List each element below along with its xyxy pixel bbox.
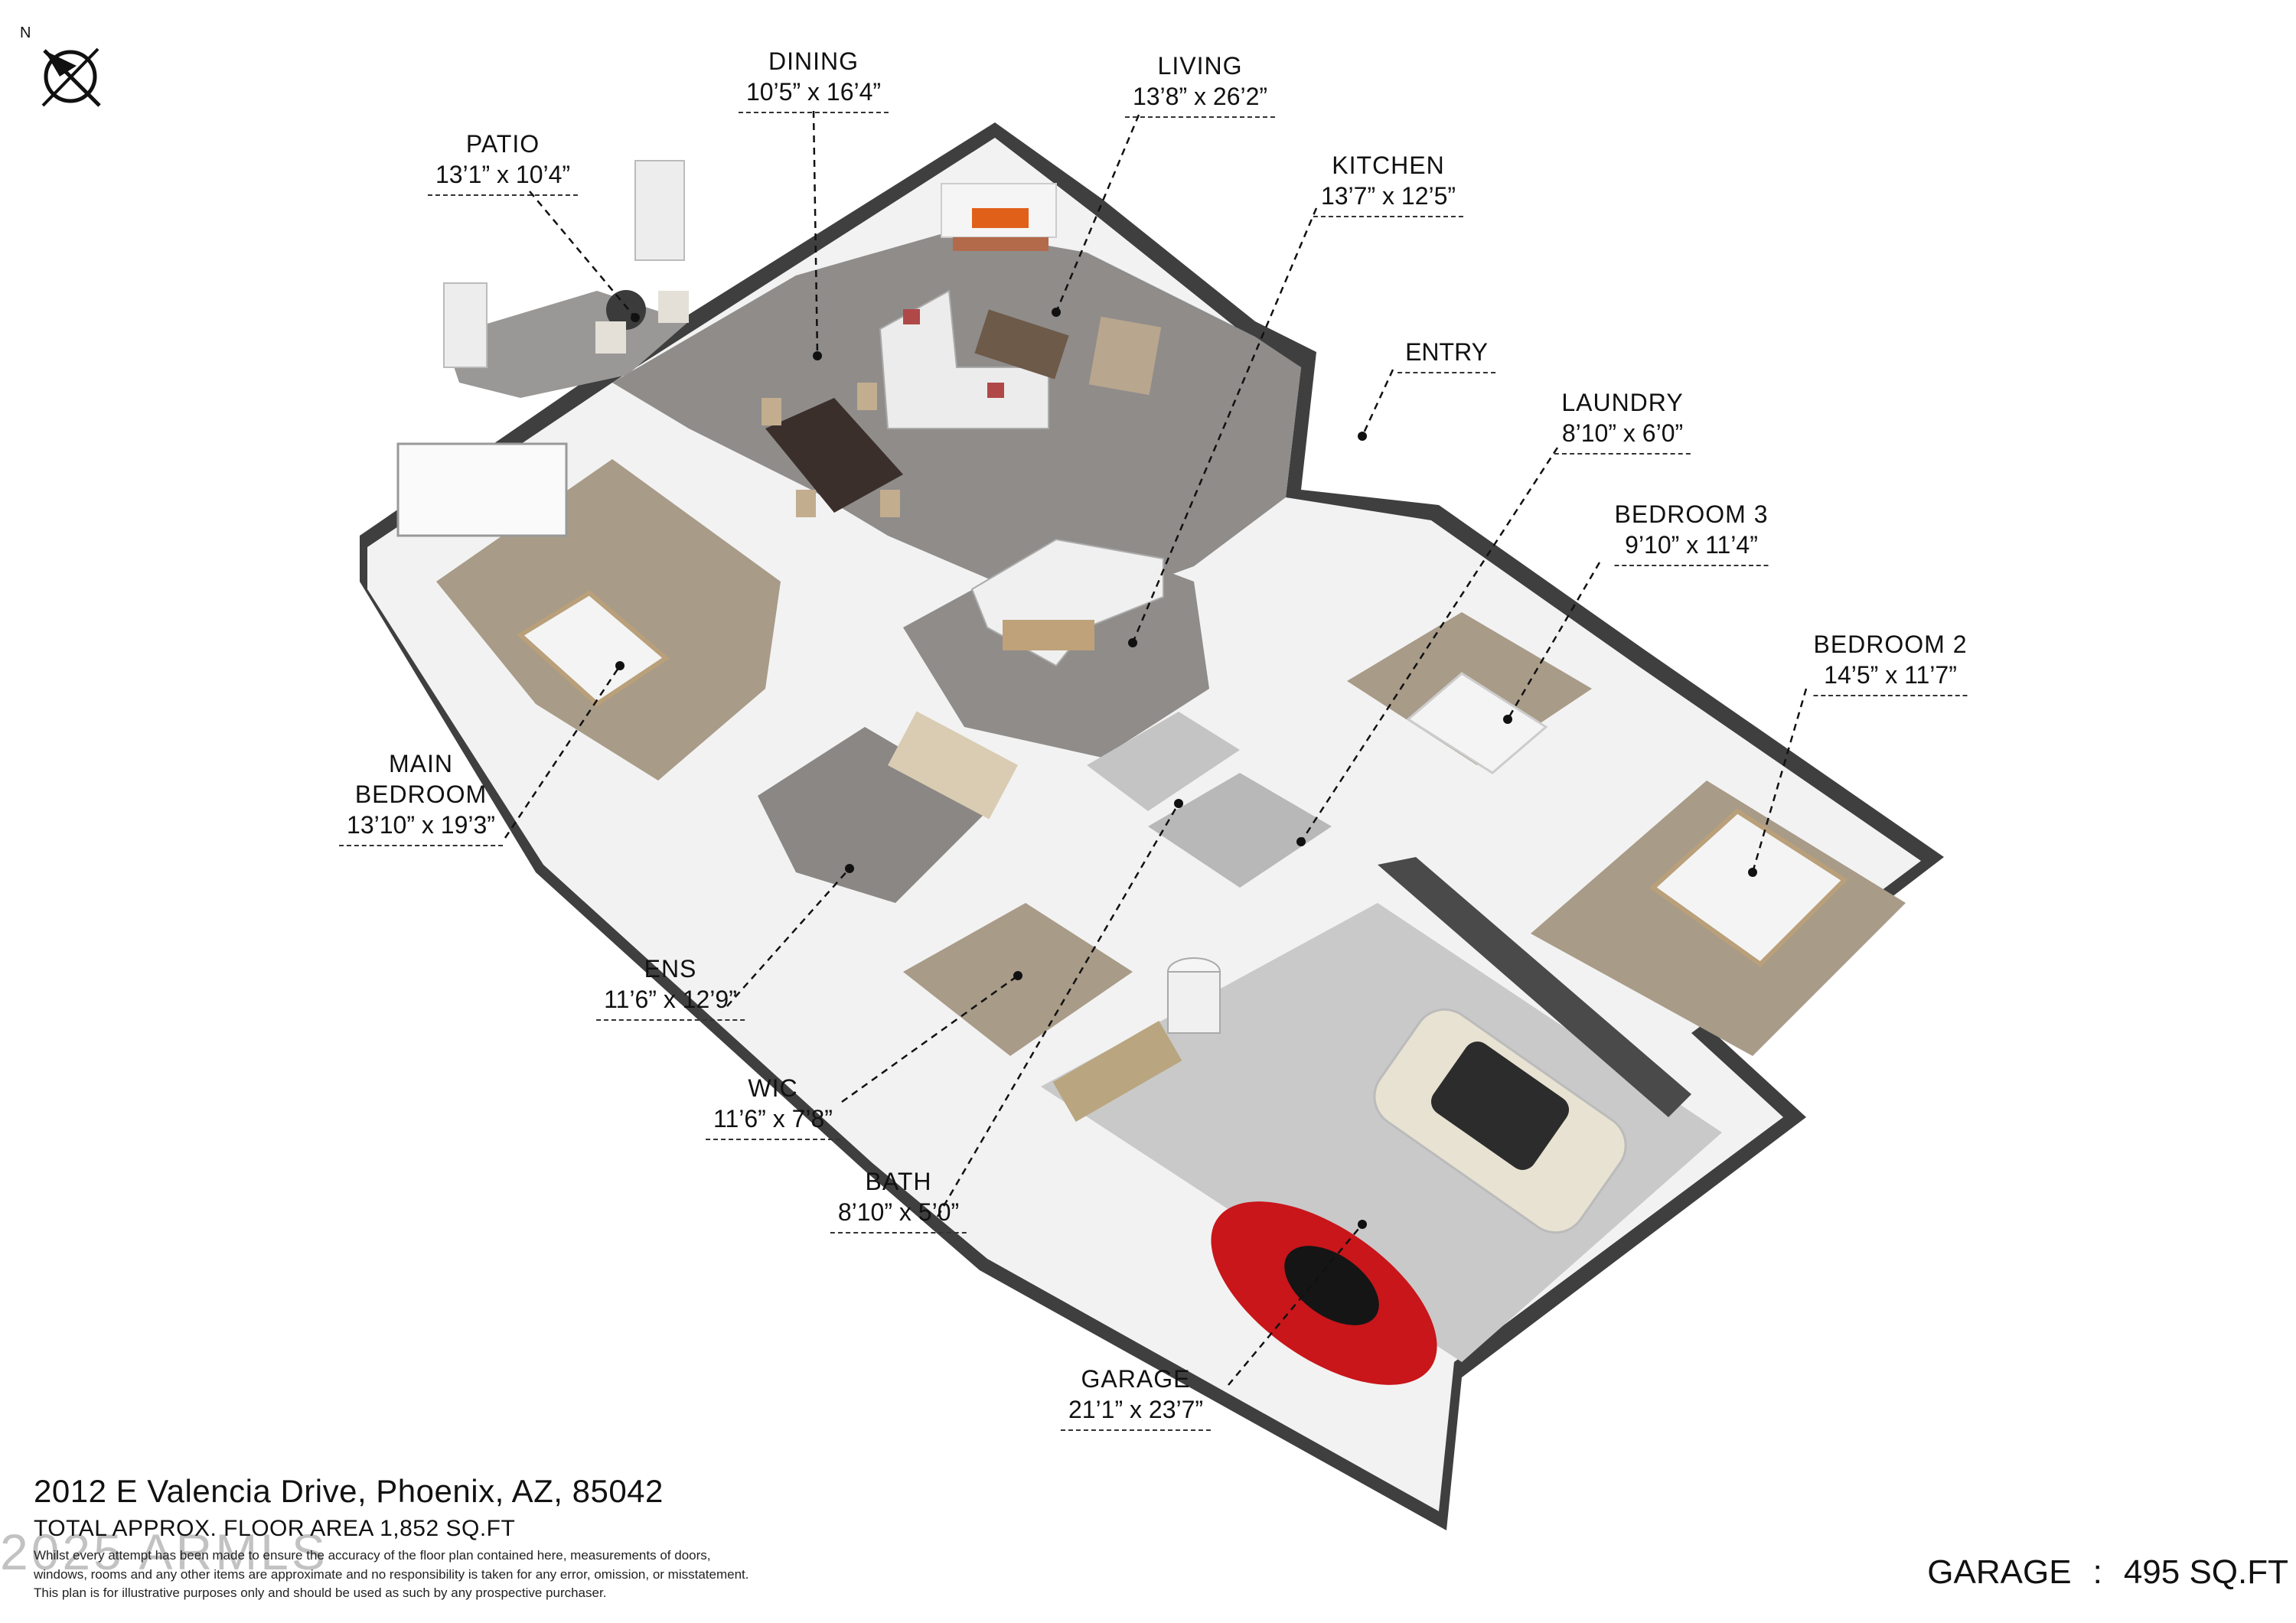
label-bedroom-2: BEDROOM 2 14’5” x 11’7” — [1813, 629, 1968, 696]
total-floor-area: TOTAL APPROX. FLOOR AREA 1,852 SQ.FT — [34, 1516, 516, 1541]
bed-icon-main — [517, 590, 670, 707]
garage-area-separator: : — [2092, 1553, 2102, 1591]
label-patio: PATIO 13’1” x 10’4” — [427, 129, 579, 196]
room-dims: 13’10” x 19’3” — [339, 810, 503, 846]
disclaimer: Whilst every attempt has been made to en… — [34, 1546, 1029, 1603]
room-name: LIVING — [1157, 52, 1243, 80]
dining-table-icon — [762, 383, 903, 517]
room-dims: 9’10” x 11’4” — [1614, 530, 1769, 566]
room-name: WIC — [748, 1074, 798, 1102]
copyright-watermark: 2025 ARMLS — [0, 1524, 328, 1580]
label-bedroom-3: BEDROOM 3 9’10” x 11’4” — [1614, 499, 1769, 566]
room-name: BEDROOM 2 — [1813, 631, 1968, 658]
sofa-icon — [879, 289, 1049, 429]
room-name: DINING — [768, 47, 859, 75]
disclaimer-line-1: Whilst every attempt has been made to en… — [34, 1548, 711, 1563]
garage-cabinet-icon — [1052, 1021, 1182, 1122]
room-dims: 13’1” x 10’4” — [427, 159, 579, 196]
disclaimer-line-2: windows, rooms and any other items are a… — [34, 1566, 749, 1582]
bed-icon-3 — [1406, 672, 1548, 774]
garage-door-track — [1378, 857, 1691, 1117]
room-name: BATH — [865, 1168, 932, 1195]
property-address: 2012 E Valencia Drive, Phoenix, AZ, 8504… — [34, 1473, 664, 1509]
room-dims: 13’8” x 26’2” — [1124, 81, 1276, 118]
armchair-icon — [1088, 316, 1162, 396]
room-dims: 10’5” x 16’4” — [738, 77, 889, 113]
room-dims: 13’7” x 12’5” — [1313, 181, 1464, 217]
label-main-bedroom: MAIN BEDROOM 13’10” x 19’3” — [339, 748, 503, 846]
coffee-table-icon — [974, 309, 1069, 380]
room-dims: 11’6” x 12’9” — [596, 984, 745, 1021]
room-dims: 14’5” x 11’7” — [1813, 660, 1968, 696]
vanity-icon — [888, 711, 1018, 820]
bath-floor — [1087, 712, 1240, 811]
leader-lines — [504, 110, 1808, 1386]
label-entry: ENTRY — [1397, 337, 1495, 373]
room-name: KITCHEN — [1332, 152, 1445, 179]
room-name: ENS — [644, 955, 697, 983]
garage-area-value: 495 SQ.FT — [2123, 1553, 2288, 1591]
label-wic: WIC 11’6” x 7’8” — [706, 1073, 840, 1140]
room-dims: 8’10” x 6’0” — [1554, 418, 1691, 455]
label-garage: GARAGE 21’1” x 23’7” — [1060, 1364, 1212, 1431]
window-icons-main — [396, 442, 568, 537]
label-living: LIVING 13’8” x 26’2” — [1124, 51, 1276, 118]
room-name: LAUNDRY — [1561, 389, 1684, 416]
garage-area-label: GARAGE — [1927, 1553, 2072, 1591]
red-car-icon — [1211, 1201, 1437, 1385]
north-compass-icon — [41, 47, 101, 107]
address-block: 2012 E Valencia Drive, Phoenix, AZ, 8504… — [34, 1473, 1029, 1603]
fireplace-icon — [941, 183, 1057, 251]
label-bath: BATH 8’10” x 5’0” — [830, 1166, 967, 1234]
laundry-floor — [1148, 773, 1332, 888]
garage-area-summary: GARAGE : 495 SQ.FT — [1927, 1553, 2288, 1592]
water-heater-icon — [1167, 957, 1221, 1034]
room-name: BEDROOM 3 — [1614, 500, 1769, 528]
bed-icon-2 — [1649, 808, 1848, 967]
room-name-line-2: BEDROOM — [354, 781, 488, 808]
room-name-line-1: MAIN — [388, 750, 453, 777]
patio-furniture — [443, 160, 689, 368]
label-laundry: LAUNDRY 8’10” x 6’0” — [1554, 387, 1691, 455]
room-name: ENTRY — [1397, 337, 1495, 373]
room-dims: 11’6” x 7’8” — [706, 1103, 840, 1140]
label-kitchen: KITCHEN 13’7” x 12’5” — [1313, 150, 1464, 217]
room-name: GARAGE — [1081, 1365, 1191, 1393]
disclaimer-line-3: This plan is for illustrative purposes o… — [34, 1586, 607, 1601]
cream-car-icon — [1373, 1008, 1627, 1234]
label-ens: ENS 11’6” x 12’9” — [596, 953, 745, 1021]
north-label: N — [20, 24, 31, 41]
room-name: PATIO — [465, 130, 540, 158]
room-dims: 21’1” x 23’7” — [1060, 1394, 1212, 1431]
kitchen-counter-icon — [970, 538, 1164, 667]
room-dims: 8’10” x 5’0” — [830, 1197, 967, 1234]
label-dining: DINING 10’5” x 16’4” — [738, 46, 889, 113]
pin-dots — [615, 308, 1757, 1229]
